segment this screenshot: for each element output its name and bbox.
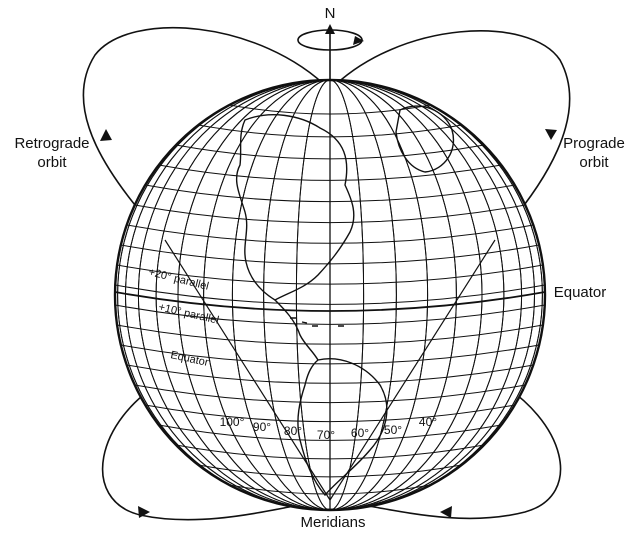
retrograde-arrow-icon <box>100 129 112 141</box>
prograde-label-line1: Prograde <box>563 135 625 152</box>
axis-arrow-icon <box>325 24 335 34</box>
rotation-arrow-icon <box>353 36 364 45</box>
meridian-degree-label: 50° <box>384 423 402 437</box>
north-label: N <box>325 5 336 22</box>
meridian-degree-label: 100° <box>220 415 245 429</box>
equator-right-label: Equator <box>554 284 607 301</box>
meridian-degree-label: 90° <box>253 420 271 434</box>
meridian-degree-label: 70° <box>317 428 335 442</box>
retrograde-label-line1: Retrograde <box>14 135 89 152</box>
prograde-label-line2: orbit <box>579 154 609 171</box>
prograde-arrow-icon <box>545 129 557 140</box>
meridian-degree-label: 60° <box>351 426 369 440</box>
lower-right-arrow-icon <box>440 506 452 518</box>
meridian-degree-label: 40° <box>419 415 437 429</box>
retrograde-label-line2: orbit <box>37 154 67 171</box>
meridians-label: Meridians <box>300 514 365 531</box>
meridian-degree-label: 80° <box>284 424 302 438</box>
